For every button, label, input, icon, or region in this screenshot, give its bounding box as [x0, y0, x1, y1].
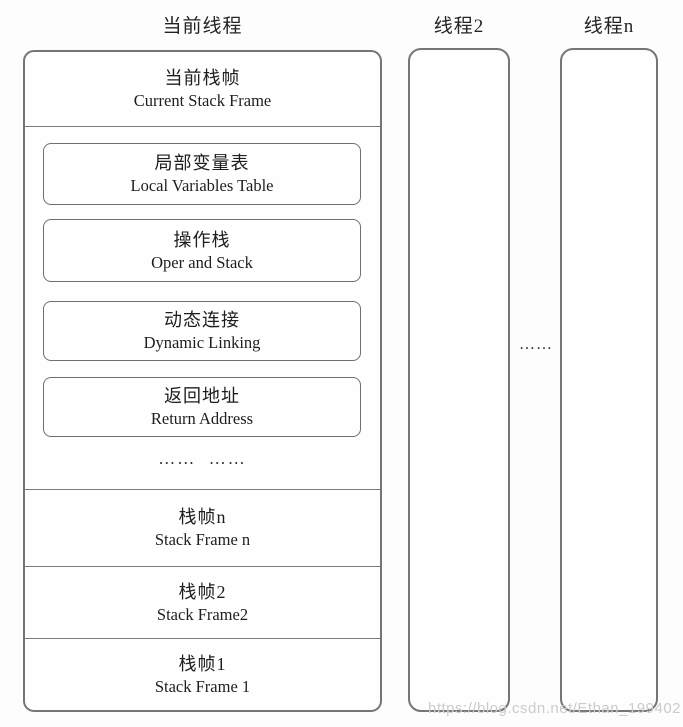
stack-frame-2-label-en: Stack Frame2: [156, 604, 249, 624]
local-variables-table-label-en: Local Variables Table: [130, 176, 274, 195]
dynamic-linking-label-zh: 动态连接: [164, 310, 240, 330]
current-thread-stack-box: 当前栈帧 Current Stack Frame 局部变量表 Local Var…: [23, 50, 382, 712]
stack-frame-2-section: 栈帧2 Stack Frame2: [25, 566, 380, 638]
threadn-title: 线程n: [583, 16, 635, 37]
local-variables-table-label-zh: 局部变量表: [154, 153, 250, 173]
operand-stack-label-en: Oper and Stack: [151, 252, 253, 272]
local-variables-table-box: 局部变量表 Local Variables Table: [43, 143, 361, 205]
return-address-label-zh: 返回地址: [164, 386, 240, 406]
watermark: https://blog.csdn.net/Ethan_199402: [427, 700, 681, 717]
dynamic-linking-box: 动态连接 Dynamic Linking: [43, 301, 361, 361]
current-stack-frame-label-en: Current Stack Frame: [133, 91, 272, 110]
stack-frame-2-label-zh: 栈帧2: [178, 581, 227, 602]
thread2-title: 线程2: [433, 16, 485, 37]
dynamic-linking-label-en: Dynamic Linking: [143, 333, 261, 352]
stack-frame-1-label-en: Stack Frame 1: [154, 676, 251, 696]
current-thread-title: 当前线程: [162, 16, 243, 37]
stack-frame-1-section: 栈帧1 Stack Frame 1: [25, 638, 380, 710]
stack-frame-1-label-zh: 栈帧1: [178, 653, 227, 674]
stack-frame-n-label-en: Stack Frame n: [154, 530, 251, 549]
current-stack-frame-header: 当前栈帧 Current Stack Frame: [25, 52, 380, 126]
threadn-stack-box: [560, 48, 658, 712]
more-threads-ellipsis: ……: [519, 336, 553, 353]
stack-frame-n-label-zh: 栈帧n: [178, 507, 227, 527]
operand-stack-label-zh: 操作栈: [173, 229, 231, 250]
current-stack-frame-body: 局部变量表 Local Variables Table 操作栈 Oper and…: [25, 126, 380, 489]
more-frames-ellipsis: …… ……: [158, 449, 247, 468]
return-address-box: 返回地址 Return Address: [43, 377, 361, 437]
thread2-stack-box: [408, 48, 510, 712]
operand-stack-box: 操作栈 Oper and Stack: [43, 219, 361, 282]
return-address-label-en: Return Address: [150, 409, 254, 428]
stack-frame-n-section: 栈帧n Stack Frame n: [25, 489, 380, 566]
current-stack-frame-label-zh: 当前栈帧: [164, 68, 241, 88]
